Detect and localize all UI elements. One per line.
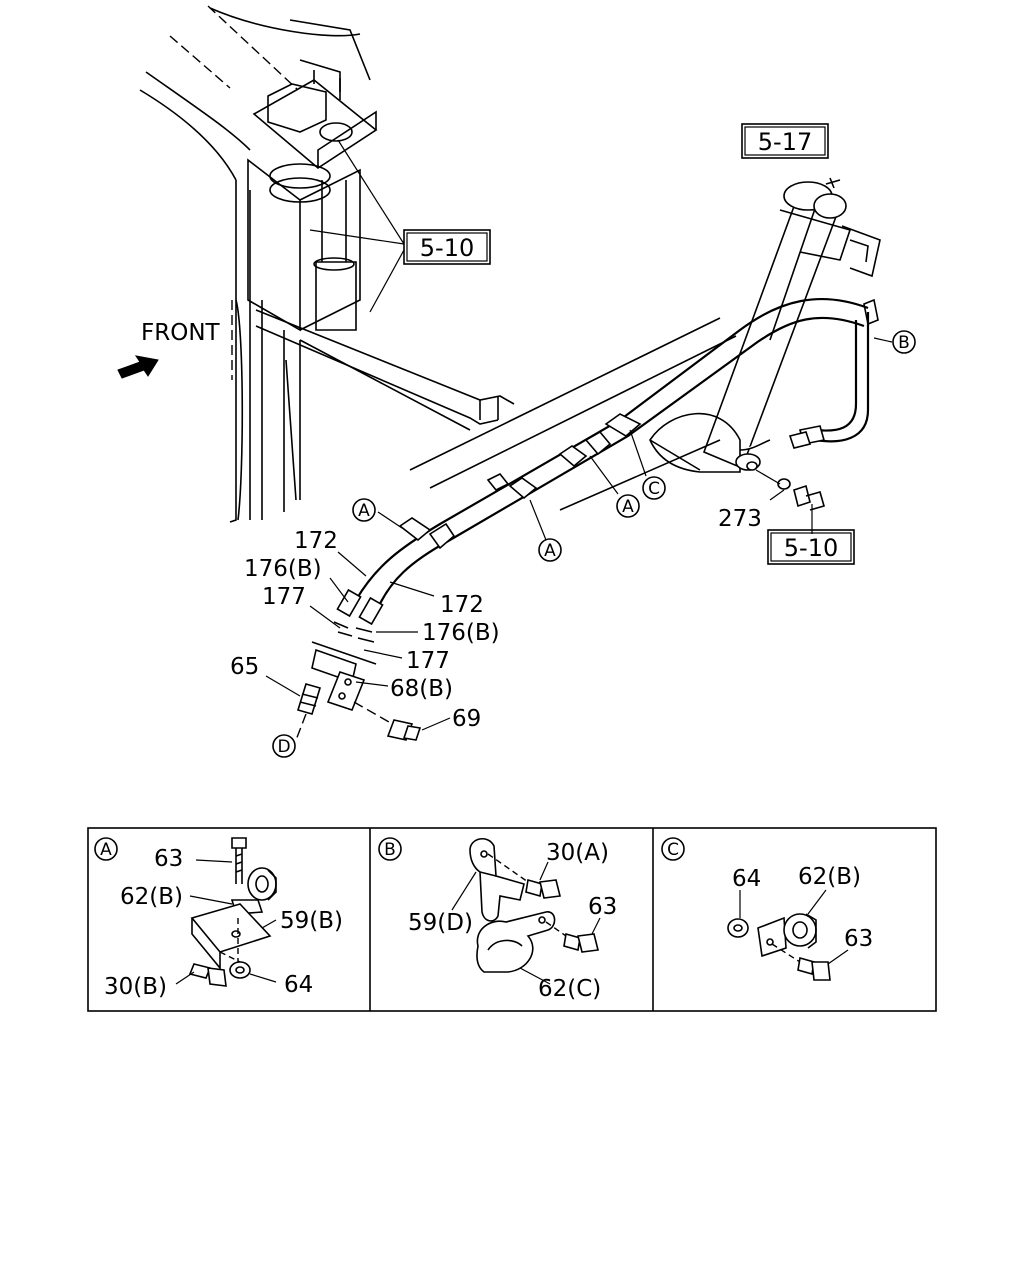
- svg-text:A: A: [358, 501, 370, 521]
- svg-text:D: D: [277, 737, 290, 757]
- cab-frame-structure: [139, 5, 515, 523]
- label-65: 65: [230, 654, 259, 680]
- leader-510a-2: [309, 229, 405, 245]
- detail-panel: [87, 827, 937, 1012]
- callout-b[interactable]: B: [892, 330, 916, 354]
- label-172-right: 172: [440, 592, 484, 618]
- detail-b-label-63: 63: [588, 894, 617, 920]
- detail-b-marker: B: [378, 837, 402, 861]
- detail-a-label-62b: 62(B): [120, 884, 183, 910]
- svg-text:A: A: [622, 497, 634, 517]
- ref-5-17-text: 5-17: [758, 128, 812, 156]
- callout-a-3[interactable]: A: [616, 494, 640, 518]
- detail-c: C 64 62(B) 63: [661, 837, 873, 981]
- leader-510a-1: [337, 139, 405, 245]
- callout-d[interactable]: D: [272, 734, 296, 758]
- detail-b-label-62c: 62(C): [538, 976, 601, 1002]
- svg-text:A: A: [100, 840, 112, 860]
- svg-text:B: B: [384, 840, 396, 860]
- label-172-left: 172: [294, 528, 338, 554]
- detail-c-label-62b: 62(B): [798, 864, 861, 890]
- ref-5-10-bottom-text: 5-10: [784, 534, 838, 562]
- label-68b: 68(B): [390, 676, 453, 702]
- detail-a-marker: A: [94, 837, 118, 861]
- ref-5-10-top-text: 5-10: [420, 234, 474, 262]
- detail-b: B 30(A) 63 59(D) 62(C): [378, 837, 617, 1002]
- svg-text:C: C: [648, 479, 660, 499]
- steering-column: [649, 177, 881, 473]
- detail-b-label-59d: 59(D): [408, 910, 473, 936]
- detail-c-marker: C: [661, 837, 685, 861]
- label-273: 273: [718, 506, 762, 532]
- svg-text:C: C: [667, 840, 679, 860]
- detail-c-label-64: 64: [732, 866, 761, 892]
- ref-box-5-17[interactable]: 5-17: [741, 123, 829, 159]
- lower-bracket: [295, 641, 422, 741]
- front-label: FRONT: [141, 320, 221, 346]
- svg-text:A: A: [544, 541, 556, 561]
- leaders-lower: [265, 337, 893, 731]
- label-177-right: 177: [406, 648, 450, 674]
- callout-a-1[interactable]: A: [352, 498, 376, 522]
- detail-a-label-63: 63: [154, 846, 183, 872]
- detail-b-label-30a: 30(A): [546, 840, 609, 866]
- detail-a-label-59b: 59(B): [280, 908, 343, 934]
- ref-box-5-10-top[interactable]: 5-10: [403, 229, 491, 265]
- detail-a-label-64: 64: [284, 972, 313, 998]
- label-69: 69: [452, 706, 481, 732]
- detail-c-label-63: 63: [844, 926, 873, 952]
- leader-510a-3: [369, 249, 405, 313]
- detail-a-label-30b: 30(B): [104, 974, 167, 1000]
- front-arrow: [117, 355, 159, 379]
- label-176b-left: 176(B): [244, 556, 322, 582]
- label-177-left: 177: [262, 584, 306, 610]
- callout-c[interactable]: C: [642, 476, 666, 500]
- callout-a-2[interactable]: A: [538, 538, 562, 562]
- label-176b-right: 176(B): [422, 620, 500, 646]
- washer-bolt-273: [755, 469, 825, 534]
- svg-text:B: B: [898, 333, 910, 353]
- detail-a: A 63 62(B) 59(B) 30(B) 64: [94, 837, 343, 1000]
- ref-box-5-10-bottom[interactable]: 5-10: [767, 529, 855, 565]
